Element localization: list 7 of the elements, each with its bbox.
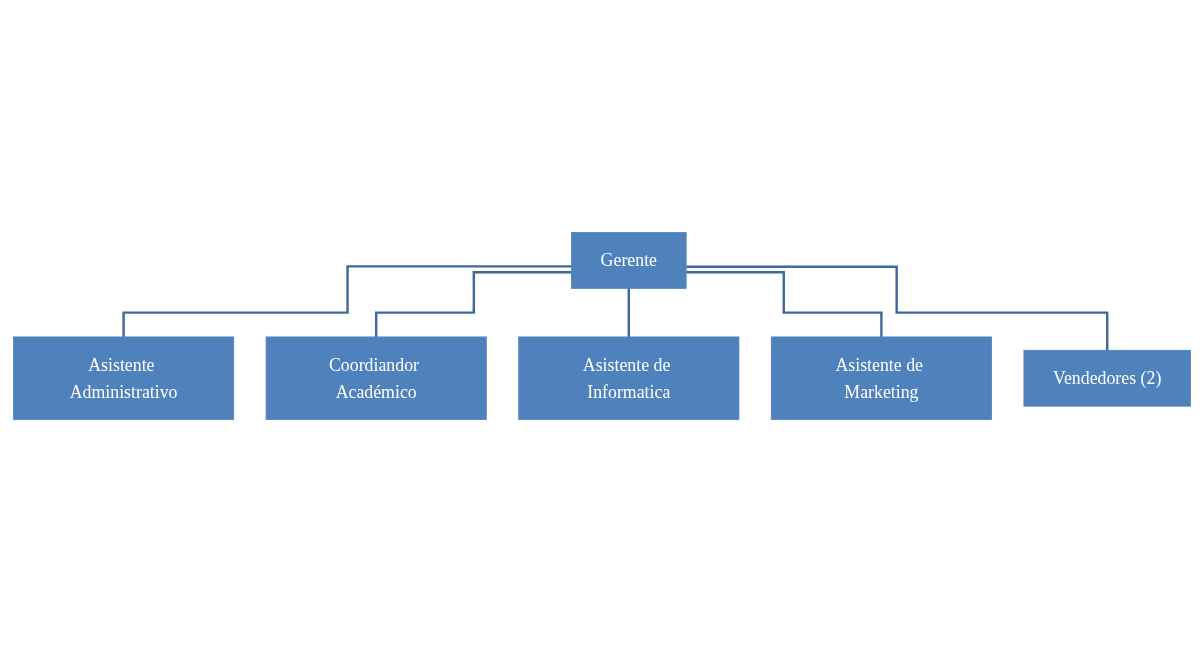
connector <box>685 265 1108 352</box>
node-box: Coordiandor Académico <box>265 336 487 420</box>
node-box: Asistente de Informatica <box>517 336 739 420</box>
node-box: Asistente de Marketing <box>770 336 992 420</box>
node-box: Asistente Administrativo <box>12 336 234 420</box>
node-box: Vendedores (2) <box>1023 349 1191 407</box>
node-box: Gerente <box>570 232 687 289</box>
